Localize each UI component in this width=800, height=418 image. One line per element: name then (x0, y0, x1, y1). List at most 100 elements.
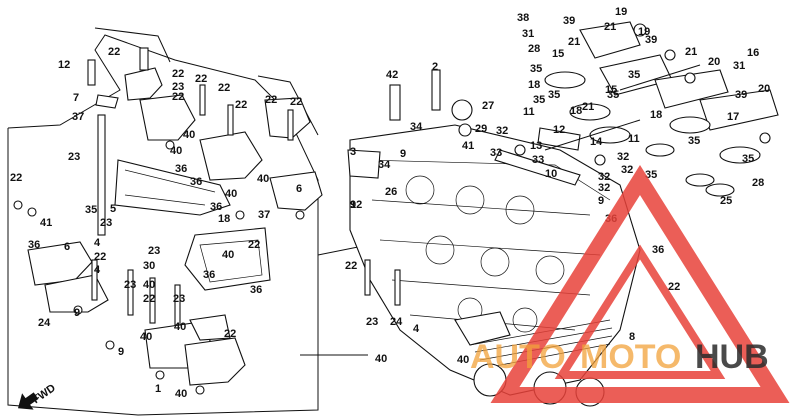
callout-label: 11 (523, 106, 535, 118)
callout-label: 33 (532, 154, 544, 166)
callout-label: 21 (582, 101, 594, 113)
callout-label: 1 (155, 383, 161, 395)
callout-label: 28 (528, 43, 540, 55)
callout-label: 22 (94, 251, 106, 263)
callout-label: 22 (143, 293, 155, 305)
callout-label: 23 (100, 217, 112, 229)
watermark-logo (490, 164, 790, 403)
callout-label: 32 (496, 125, 508, 137)
callout-label: 23 (124, 279, 136, 291)
callout-label: 13 (530, 140, 542, 152)
left-frame-lines (7, 27, 369, 416)
callout-label: 21 (568, 36, 580, 48)
callout-label: 14 (590, 136, 603, 148)
callout-label: 36 (652, 244, 664, 256)
left-parts (13, 47, 323, 395)
callout-label: 41 (462, 140, 474, 152)
callout-label: 36 (210, 201, 222, 213)
callout-label: 35 (742, 153, 754, 165)
callout-label: 4 (413, 323, 420, 335)
callout-label: 18 (528, 79, 540, 91)
callout-label: 15 (605, 84, 617, 96)
callout-label: 36 (190, 176, 202, 188)
callout-label: 6 (296, 183, 302, 195)
callout-label: 22 (235, 99, 247, 111)
callout-label: 34 (378, 159, 391, 171)
callout-label: 40 (225, 188, 237, 200)
callout-label: 41 (40, 217, 52, 229)
callout-label: 24 (390, 316, 403, 328)
callout-label: 22 (668, 281, 680, 293)
callout-label: 11 (628, 133, 640, 145)
callout-label: 18 (650, 109, 662, 121)
callout-label: 29 (475, 123, 487, 135)
callout-label: 35 (85, 204, 97, 216)
callout-label: 35 (533, 94, 545, 106)
callout-label: 21 (685, 46, 697, 58)
callout-label: 23 (173, 293, 185, 305)
cylinder-head (349, 124, 641, 407)
callout-label: 40 (457, 354, 469, 366)
callout-label: 22 (218, 82, 230, 94)
callout-label: 23 (172, 81, 184, 93)
watermark-auto: AUTO (470, 338, 566, 376)
callout-label: 28 (752, 177, 764, 189)
callout-label: 19 (615, 6, 627, 18)
callout-label: 22 (108, 46, 120, 58)
callout-label: 9 (598, 195, 604, 207)
callout-label: 23 (148, 245, 160, 257)
callout-label: 18 (570, 105, 582, 117)
callout-label: 5 (110, 203, 116, 215)
callout-label: 32 (617, 151, 629, 163)
callout-label: 4 (94, 264, 101, 276)
callout-label: 12 (350, 199, 362, 211)
watermark-triangle-icon (490, 164, 790, 403)
callout-label: 6 (64, 241, 70, 253)
callout-label: 22 (224, 328, 236, 340)
callout-label: 18 (218, 213, 230, 225)
callout-label: 9 (118, 346, 124, 358)
callout-label: 8 (629, 331, 635, 343)
callout-label: 9 (350, 199, 356, 211)
callout-label: 33 (490, 147, 502, 159)
callout-label: 40 (175, 388, 187, 400)
callout-label: 23 (366, 316, 378, 328)
callout-label: 30 (143, 260, 155, 272)
watermark-inner-triangle-icon (554, 244, 726, 379)
callout-label: 27 (482, 100, 494, 112)
callout-label: 19 (638, 26, 650, 38)
callout-label: 20 (758, 83, 770, 95)
fwd-arrow-icon (17, 392, 39, 410)
callout-label: 32 (598, 171, 610, 183)
callout-label: 35 (628, 69, 640, 81)
callout-label: 15 (552, 48, 564, 60)
callout-label: 37 (72, 111, 84, 123)
callout-label: 32 (621, 164, 633, 176)
callout-label: 36 (175, 163, 187, 175)
callout-label: 9 (400, 148, 406, 160)
callout-label: 3 (350, 146, 356, 158)
callout-label: 16 (747, 47, 759, 59)
callout-label: 12 (553, 124, 565, 136)
callout-label: 9 (74, 307, 80, 319)
callout-label: 36 (203, 269, 215, 281)
upper-middle-parts (347, 69, 581, 346)
callout-label: 2 (432, 61, 438, 73)
callout-label: 36 (250, 284, 262, 296)
callout-label: 22 (345, 260, 357, 272)
callout-label: 24 (38, 317, 51, 329)
callout-label: 17 (727, 111, 739, 123)
watermark-moto: MOTO (580, 338, 681, 376)
callout-label: 20 (708, 56, 720, 68)
callout-label: 42 (386, 69, 398, 81)
callout-label: 38 (517, 12, 529, 24)
callout-label: 35 (530, 63, 542, 75)
callout-label: 31 (522, 28, 534, 40)
watermark-text: AUTO MOTO HUB (470, 338, 769, 376)
callout-label: 32 (598, 182, 610, 194)
callout-label: 40 (143, 279, 155, 291)
callout-label: 35 (548, 89, 560, 101)
callout-label: 40 (183, 129, 195, 141)
